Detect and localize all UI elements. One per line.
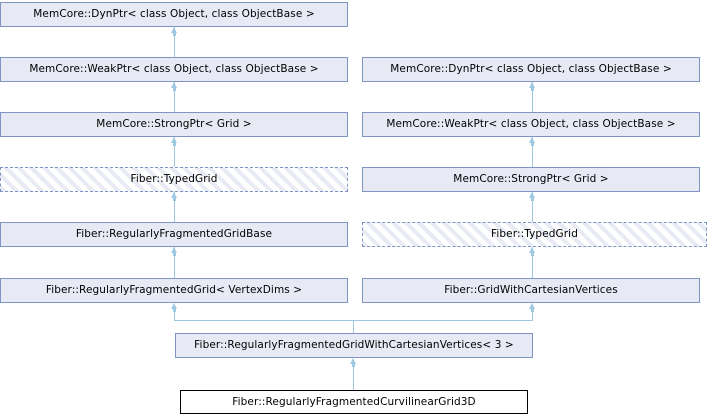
edge-r-weakptr-to-dynptr xyxy=(532,82,533,112)
node-fiber-typedgrid-right[interactable]: Fiber::TypedGrid xyxy=(362,222,707,247)
edge-r-typedgrid-to-strongptr xyxy=(532,192,533,222)
arrowhead-curvilinear-to-cartesian xyxy=(350,358,356,364)
arrowhead-typedgrid-to-strongptr xyxy=(171,137,177,143)
arrowstem-r-strongptr-to-weakptr xyxy=(531,142,534,146)
arrowhead-r-typedgrid-to-strongptr xyxy=(529,192,535,198)
node-label: MemCore::StrongPtr< Grid > xyxy=(96,118,252,131)
edge-rfgrid-to-rfgridbase xyxy=(174,247,175,278)
arrowstem-merge-left xyxy=(173,308,176,312)
arrowhead-merge-right xyxy=(529,303,535,309)
edge-r-strongptr-to-weakptr xyxy=(532,137,533,167)
arrowhead-r-weakptr-to-dynptr xyxy=(529,82,535,88)
node-fiber-regularlyfragmentedgrid-vertexdims[interactable]: Fiber::RegularlyFragmentedGrid< VertexDi… xyxy=(0,278,348,303)
node-label: Fiber::RegularlyFragmentedGrid< VertexDi… xyxy=(45,284,303,297)
node-label: MemCore::DynPtr< class Object, class Obj… xyxy=(390,63,672,76)
arrowstem-r-typedgrid-to-strongptr xyxy=(531,197,534,201)
arrowstem-rfgrid-to-rfgridbase xyxy=(173,252,176,256)
node-fiber-typedgrid-left[interactable]: Fiber::TypedGrid xyxy=(0,167,348,192)
edge-typedgrid-to-strongptr xyxy=(174,137,175,167)
arrowstem-merge-right xyxy=(531,308,534,312)
arrowstem-weakptr-to-dynptr xyxy=(173,32,176,36)
node-label: Fiber::RegularlyFragmentedCurvilinearGri… xyxy=(232,395,476,408)
node-fiber-regularlyfragmentedgridwithcartesianvertices-3[interactable]: Fiber::RegularlyFragmentedGridWithCartes… xyxy=(175,333,533,358)
edge-strongptr-to-weakptr xyxy=(174,82,175,112)
edge-merge-riser-right xyxy=(532,309,533,321)
node-label: Fiber::RegularlyFragmentedGridBase xyxy=(75,228,273,241)
arrowstem-strongptr-to-weakptr xyxy=(173,87,176,91)
arrowhead-strongptr-to-weakptr xyxy=(171,82,177,88)
node-label: Fiber::RegularlyFragmentedGridWithCartes… xyxy=(194,339,514,352)
arrowhead-merge-left xyxy=(171,303,177,309)
arrowhead-gridcartesian-to-typedgrid xyxy=(529,247,535,253)
node-memcore-weakptr-object-objectbase-right[interactable]: MemCore::WeakPtr< class Object, class Ob… xyxy=(362,112,700,137)
arrowstem-gridcartesian-to-typedgrid xyxy=(531,252,534,256)
arrowhead-rfgrid-to-rfgridbase xyxy=(171,247,177,253)
edge-rfgridbase-to-typedgrid xyxy=(174,192,175,222)
node-label: Fiber::TypedGrid xyxy=(130,173,218,186)
node-label: MemCore::DynPtr< class Object, class Obj… xyxy=(33,8,315,21)
node-label: MemCore::StrongPtr< Grid > xyxy=(453,173,609,186)
edge-merge-riser-left xyxy=(174,309,175,321)
node-fiber-regularlyfragmentedcurvilineargrid3d[interactable]: Fiber::RegularlyFragmentedCurvilinearGri… xyxy=(180,390,528,414)
node-memcore-strongptr-grid-right[interactable]: MemCore::StrongPtr< Grid > xyxy=(362,167,700,192)
node-memcore-dynptr-object-objectbase-right[interactable]: MemCore::DynPtr< class Object, class Obj… xyxy=(362,57,700,82)
arrowstem-typedgrid-to-strongptr xyxy=(173,142,176,146)
node-label: Fiber::GridWithCartesianVertices xyxy=(444,284,618,297)
edge-curvilinear-to-cartesian xyxy=(353,364,354,390)
edge-weakptr-to-dynptr xyxy=(174,27,175,57)
arrowhead-r-strongptr-to-weakptr xyxy=(529,137,535,143)
node-memcore-dynptr-object-objectbase-top[interactable]: MemCore::DynPtr< class Object, class Obj… xyxy=(0,2,348,27)
arrowhead-weakptr-to-dynptr xyxy=(171,27,177,33)
node-label: MemCore::WeakPtr< class Object, class Ob… xyxy=(386,118,676,131)
edge-gridcartesian-to-typedgrid xyxy=(532,247,533,278)
arrowstem-rfgridbase-to-typedgrid xyxy=(173,197,176,201)
edge-merge-drop xyxy=(353,320,354,333)
arrowstem-r-weakptr-to-dynptr xyxy=(531,87,534,91)
arrowhead-rfgridbase-to-typedgrid xyxy=(171,192,177,198)
node-memcore-weakptr-object-objectbase-left[interactable]: MemCore::WeakPtr< class Object, class Ob… xyxy=(0,57,348,82)
node-fiber-regularlyfragmentedgridbase[interactable]: Fiber::RegularlyFragmentedGridBase xyxy=(0,222,348,247)
node-memcore-strongptr-grid-left[interactable]: MemCore::StrongPtr< Grid > xyxy=(0,112,348,137)
node-fiber-gridwithcartesianvertices[interactable]: Fiber::GridWithCartesianVertices xyxy=(362,278,700,303)
node-label: Fiber::TypedGrid xyxy=(491,228,578,241)
arrowstem-curvilinear-to-cartesian xyxy=(352,363,355,367)
node-label: MemCore::WeakPtr< class Object, class Ob… xyxy=(29,63,319,76)
